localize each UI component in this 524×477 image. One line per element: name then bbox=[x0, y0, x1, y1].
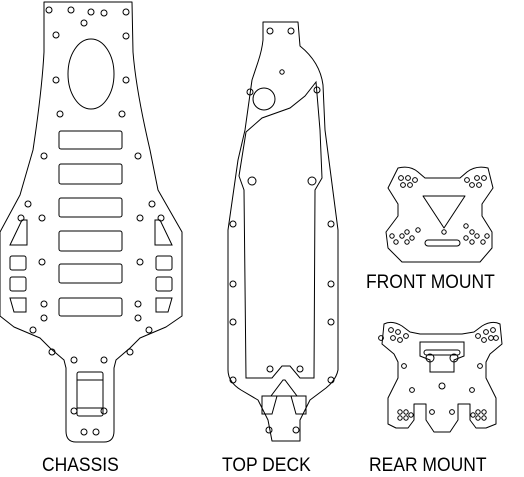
rear-mount-outline bbox=[381, 321, 503, 433]
chassis-slot bbox=[58, 163, 123, 185]
front-mount-slot bbox=[424, 239, 461, 247]
front-mount-triangle bbox=[422, 195, 466, 229]
rear-mount-slot bbox=[423, 349, 461, 356]
front-mount-label: FRONT MOUNT bbox=[366, 272, 495, 293]
chassis-side-slot bbox=[155, 297, 173, 313]
chassis-holes bbox=[17, 6, 165, 436]
chassis-outline bbox=[0, 1, 183, 443]
chassis-tail-cutout bbox=[76, 371, 104, 417]
top-deck-inner-pocket bbox=[238, 80, 323, 379]
chassis-side-slot bbox=[9, 255, 27, 271]
chassis-slot bbox=[58, 197, 123, 218]
chassis-side-pocket-left bbox=[9, 219, 28, 246]
chassis-side-slot bbox=[155, 276, 173, 292]
chassis-slot bbox=[58, 263, 123, 284]
top-deck-rear-pocket bbox=[270, 379, 298, 397]
rear-mount-label: REAR MOUNT bbox=[369, 455, 487, 476]
front-mount-outline bbox=[385, 166, 494, 263]
chassis-slot bbox=[58, 130, 123, 150]
front-mount-plate bbox=[385, 166, 494, 263]
chassis-slot bbox=[58, 297, 123, 317]
chassis-side-pocket-right bbox=[154, 219, 173, 246]
chassis-side-slot bbox=[9, 276, 27, 292]
top-deck-round-cutout bbox=[252, 87, 276, 111]
rear-mount-inner-frame bbox=[419, 341, 465, 373]
rear-mount-holes bbox=[378, 327, 499, 421]
rear-mount-plate bbox=[378, 321, 503, 433]
front-mount-holes bbox=[389, 175, 490, 245]
top-deck-holes bbox=[229, 27, 335, 434]
top-deck-rear-pocket bbox=[261, 395, 278, 415]
top-deck-label: TOP DECK bbox=[222, 455, 311, 476]
chassis-battery-oval bbox=[67, 38, 115, 110]
chassis-plate bbox=[0, 1, 183, 443]
chassis-label: CHASSIS bbox=[42, 455, 119, 476]
top-deck-rear-pocket bbox=[290, 395, 307, 415]
chassis-side-slot bbox=[155, 255, 173, 271]
chassis-slot bbox=[58, 230, 123, 252]
chassis-side-slot bbox=[9, 297, 27, 313]
top-deck-outline bbox=[227, 21, 339, 442]
top-deck-plate bbox=[227, 21, 339, 442]
